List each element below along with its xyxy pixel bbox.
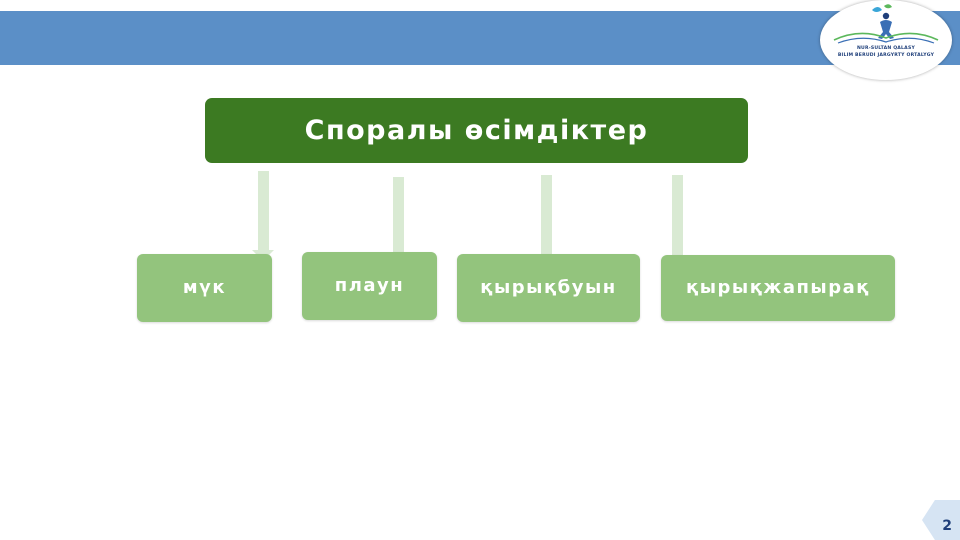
connector-to-plaun bbox=[393, 177, 404, 252]
page-number-tab bbox=[922, 500, 960, 540]
logo-text-line-2: BILIM BERUDI JARGYRTÝ ORTALYGY bbox=[837, 53, 935, 58]
logo-emblem-icon bbox=[833, 4, 939, 44]
header-band bbox=[0, 11, 960, 65]
diagram-leaf-plaun: плаун bbox=[302, 252, 437, 320]
connector-to-qyryqzhapyraq bbox=[672, 175, 683, 255]
diagram-root-node: Споралы өсімдіктер bbox=[205, 98, 748, 163]
connector-to-muk bbox=[258, 171, 269, 251]
diagram-leaf-muk: мүк bbox=[137, 254, 272, 322]
connector-to-qyryqbuyn bbox=[541, 175, 552, 255]
organization-logo: NUR-SULTAN QALASY BILIM BERUDI JARGYRTÝ … bbox=[820, 0, 952, 80]
logo-text-line-1: NUR-SULTAN QALASY bbox=[857, 46, 915, 51]
diagram-leaf-qyryqzhapyraq: қырықжапырақ bbox=[661, 255, 895, 321]
page-number: 2 bbox=[942, 518, 952, 534]
diagram-leaf-qyryqbuyn: қырықбуын bbox=[457, 254, 640, 322]
